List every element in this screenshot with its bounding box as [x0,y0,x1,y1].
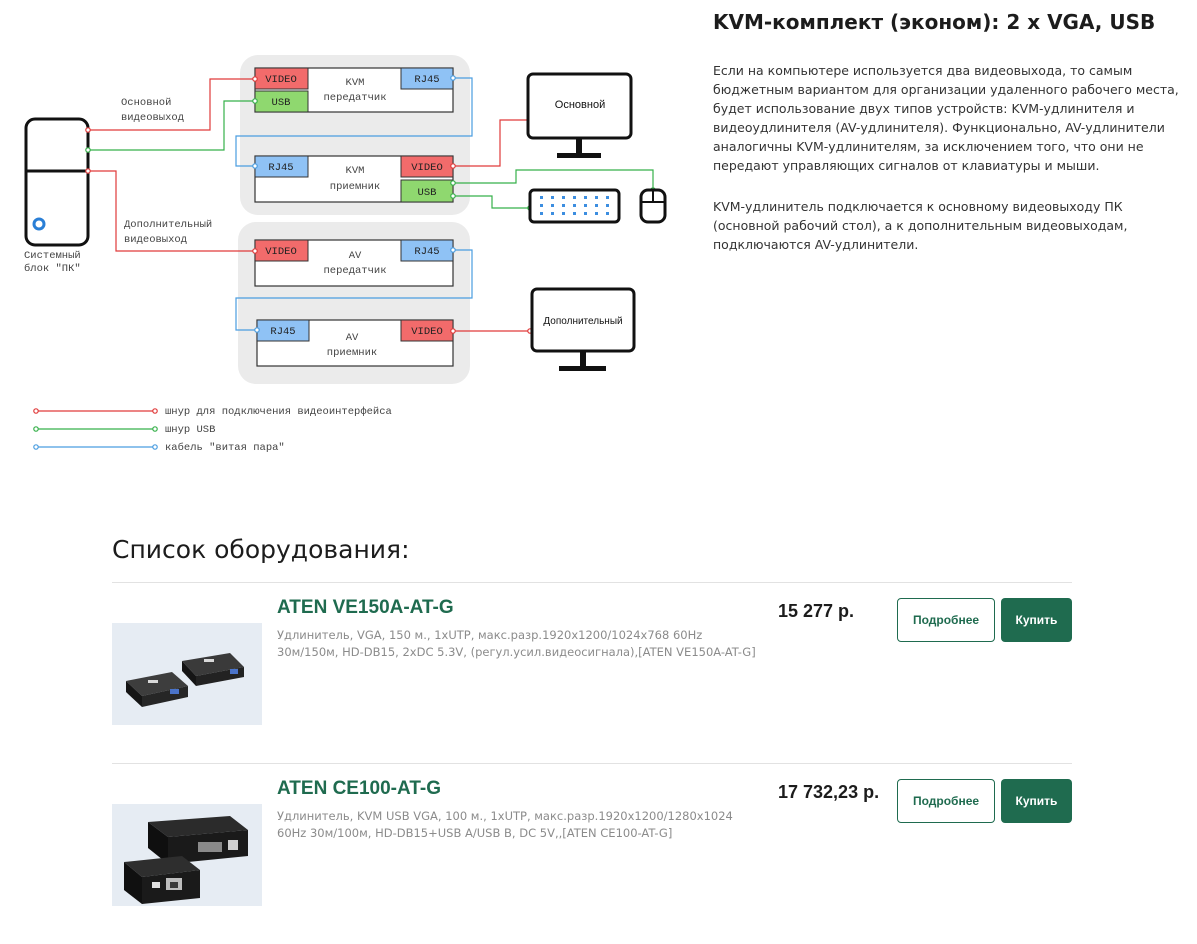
buy-button[interactable]: Купить [1001,779,1072,823]
monitor-extra-icon [530,287,636,371]
legend-usb: шнур USB [165,424,215,436]
monitor-extra-label: Дополнительный [543,316,622,327]
svg-text:RJ45: RJ45 [414,246,439,258]
product-price: 15 277 р. [778,601,855,621]
svg-text:KVM: KVM [346,165,365,177]
svg-text:VIDEO: VIDEO [411,162,443,174]
details-button[interactable]: Подробнее [897,779,995,823]
svg-text:RJ45: RJ45 [270,326,295,338]
usb-cable [453,195,530,209]
product-image[interactable] [112,623,262,725]
product-card: ATEN CE100-AT-G Удлинитель, KVM USB VGA,… [112,763,1072,944]
main-output-label-1: Основной [121,97,171,109]
system-unit [24,117,90,247]
connection-diagram: Системный блок "ПК" Основной видеовыход … [24,55,667,454]
video-cable [88,78,255,131]
buy-button[interactable]: Купить [1001,598,1072,642]
twisted-pair-cables [235,77,473,331]
video-extender-icon [126,653,244,707]
product-description: Удлинитель, VGA, 150 м., 1xUTP, макс.раз… [277,628,756,659]
twisted-pair-cable [235,77,473,167]
product-name-link[interactable]: ATEN VE150A-AT-G [277,597,454,618]
svg-text:AV: AV [346,332,359,344]
twisted-pair-cable [235,249,473,331]
pc-label-1: Системный [24,250,81,262]
kvm-transmitter: VIDEO USB RJ45 KVM передатчик [254,67,454,113]
svg-text:USB: USB [418,187,437,199]
video-cable [453,119,530,167]
product-image[interactable] [112,804,262,906]
svg-text:VIDEO: VIDEO [411,326,443,338]
usb-cable [88,100,255,151]
monitor-main-label: Основной [555,99,605,111]
details-button[interactable]: Подробнее [897,598,995,642]
legend-twisted-pair: кабель "витая пара" [165,441,285,454]
description-paragraph-1: Если на компьютере используется два виде… [713,63,1179,173]
svg-text:USB: USB [272,97,291,109]
svg-text:AV: AV [349,250,362,262]
product-name-link[interactable]: ATEN CE100-AT-G [277,778,441,799]
svg-text:VIDEO: VIDEO [265,246,297,258]
usb-cable [453,169,654,190]
av-receiver: RJ45 VIDEO AV приемник [256,319,454,367]
svg-text:приемник: приемник [330,181,380,193]
kvm-receiver: RJ45 VIDEO USB KVM приемник [254,155,454,203]
av-transmitter: VIDEO RJ45 AV передатчик [254,239,454,287]
mouse-icon [639,188,667,224]
product-description: Удлинитель, KVM USB VGA, 100 м., 1xUTP, … [277,809,733,840]
extra-output-label-1: Дополнительный [124,219,212,231]
video-cable [88,170,255,252]
page-title: KVM-комплект (эконом): 2 x VGA, USB [713,10,1156,34]
usb-cables [88,100,654,209]
legend-video: шнур для подключения видеоинтерфейса [165,405,392,418]
keyboard-icon [528,188,621,224]
description-paragraph-2: KVM-удлинитель подключается к основному … [713,199,1128,252]
power-button-icon [32,217,46,231]
product-card: ATEN VE150A-AT-G Удлинитель, VGA, 150 м.… [112,582,1072,763]
svg-text:передатчик: передатчик [323,265,386,277]
video-cables [88,78,530,332]
equipment-list-title: Список оборудования: [112,535,410,564]
svg-text:RJ45: RJ45 [268,162,293,174]
svg-text:приемник: приемник [327,347,377,359]
svg-text:KVM: KVM [346,77,365,89]
monitor-main-icon [526,72,633,158]
svg-text:передатчик: передатчик [323,92,386,104]
product-price: 17 732,23 р. [778,782,880,802]
svg-text:VIDEO: VIDEO [265,74,297,86]
extra-output-label-2: видеовыход [124,234,187,246]
main-output-label-2: видеовыход [121,112,184,124]
usb-port [400,179,454,203]
svg-text:RJ45: RJ45 [414,74,439,86]
kvm-extender-icon [124,816,248,904]
legend: шнур для подключения видеоинтерфейса шну… [33,405,392,454]
pc-label-2: блок "ПК" [24,262,81,275]
